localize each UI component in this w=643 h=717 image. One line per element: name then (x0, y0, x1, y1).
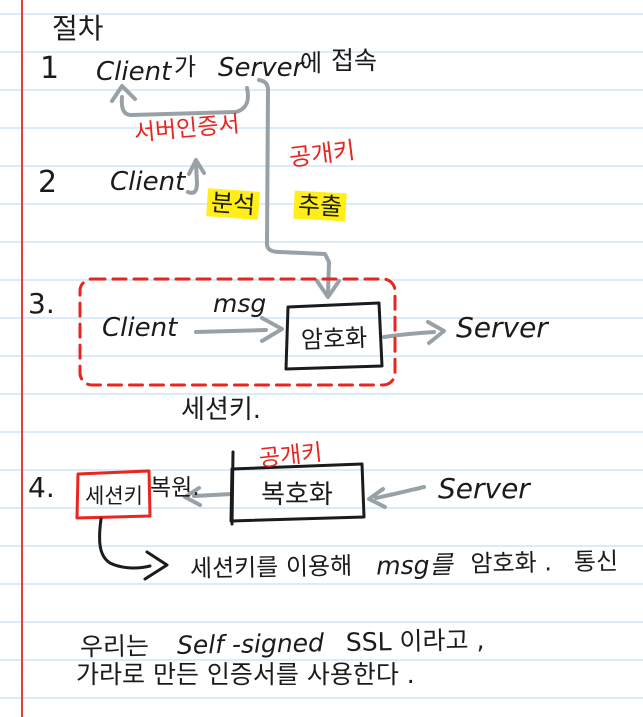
step3-server-label: Server (456, 311, 548, 344)
arrow-server-to-client-loop (119, 86, 250, 117)
arrow-client-up-to-cert (186, 162, 199, 195)
step1-action-connect: 접속 (331, 46, 378, 75)
arrow-server-to-client-loop-head (110, 84, 137, 103)
footer-self-signed: Self -signed (176, 628, 325, 660)
step4-restore-label: 복원. (150, 475, 200, 501)
step1-server-label: Server (218, 53, 304, 83)
step4-number: 4. (28, 471, 55, 504)
step1-particle-ga: 가 (174, 53, 197, 81)
decrypt-box-label: 복호화 (261, 480, 333, 510)
arrow-decrypt-to-restore-head (183, 486, 202, 507)
step4-server-label: Server (438, 472, 530, 505)
line-server-down-head (315, 279, 341, 299)
encrypt-box-label: 암호화 (300, 323, 368, 354)
step1-particle-e: 에 (300, 49, 323, 77)
session-key-boxed-label: 세션키 (85, 484, 143, 508)
usage-part3: 통신 (573, 547, 619, 577)
arrow-decrypt-to-restore (192, 492, 234, 498)
usage-msg: msg를 (375, 550, 453, 581)
usage-part1: 세션키를 이용해 (189, 551, 353, 583)
step3-client-label: Client (102, 313, 178, 343)
session-key-caption: 세션키. (181, 395, 262, 425)
arrow-server-to-decrypt (374, 485, 426, 500)
footer-ssl: SSL 이라고 , (345, 625, 485, 657)
arrow-msg-to-encrypt (194, 328, 268, 334)
arrow-sessionkey-to-usage-head (143, 550, 169, 581)
footer-line-2: 가라로 만든 인증서를 사용한다 . (76, 660, 415, 689)
decrypt-box-left-overshoot (230, 450, 235, 526)
step3-msg-label: msg (213, 289, 267, 318)
encrypt-box-outline (284, 301, 384, 371)
usage-part2: 암호화 . (470, 548, 553, 578)
arrow-encrypt-to-server (382, 330, 436, 339)
step1-number: 1 (40, 51, 60, 86)
arrow-encrypt-to-server-head (426, 320, 446, 345)
footer-we: 우리는 (79, 631, 150, 662)
step2-number: 2 (38, 165, 58, 200)
arrow-msg-to-encrypt-head (260, 316, 284, 343)
page-title: 절차 (52, 12, 104, 45)
line-server-down-to-encrypt (257, 78, 331, 295)
step2-client-label: Client (110, 167, 186, 197)
step2-analyze-highlight: 분석 (206, 188, 261, 221)
step3-number: 3. (28, 287, 55, 320)
arrow-client-up-to-cert-head (187, 158, 206, 176)
session-key-red-box (75, 469, 152, 520)
arrow-server-to-decrypt-head (367, 487, 387, 509)
dashed-session-frame (78, 277, 397, 387)
arrow-sessionkey-to-usage (98, 517, 152, 570)
notebook-margin-line (21, 0, 23, 717)
step1-client-label: Client (96, 57, 172, 87)
step2-extract-highlight: 추출 (293, 190, 347, 222)
